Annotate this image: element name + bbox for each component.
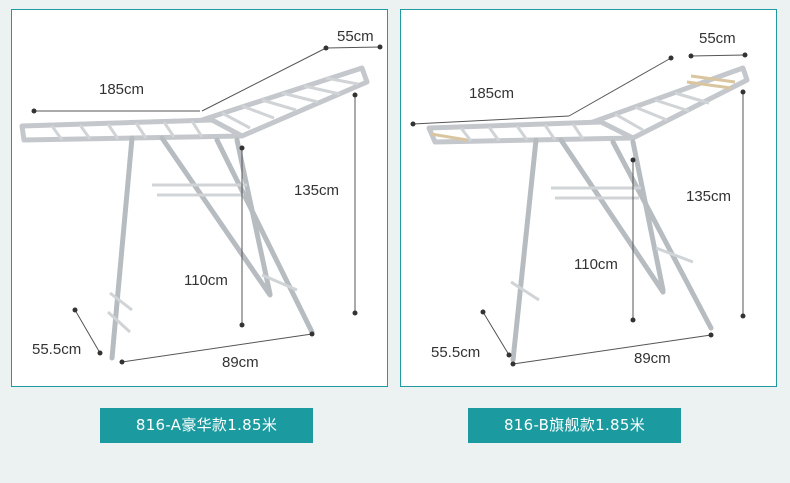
dim-height: 135cm: [294, 182, 339, 199]
dim-wing: 55cm: [337, 28, 374, 45]
dim-length: 185cm: [469, 85, 514, 102]
dim-depth: 55.5cm: [431, 344, 480, 361]
dim-base: 89cm: [634, 350, 671, 367]
product-panel-a: 185cm 55cm 135cm 110cm 55.5cm 89cm: [11, 9, 388, 387]
dim-depth: 55.5cm: [32, 341, 81, 358]
dim-length: 185cm: [99, 81, 144, 98]
dim-base: 89cm: [222, 354, 259, 371]
drying-rack-b-illustration: 185cm 55cm 135cm 110cm 55.5cm 89cm: [410, 30, 750, 367]
dim-wing: 55cm: [699, 30, 736, 47]
product-label-a: 816-A豪华款1.85米: [100, 408, 313, 443]
dim-height: 135cm: [686, 188, 731, 205]
dim-mid-height: 110cm: [184, 272, 228, 289]
product-panel-b: 185cm 55cm 135cm 110cm 55.5cm 89cm: [400, 9, 777, 387]
drying-rack-a-illustration: 185cm 55cm 135cm 110cm 55.5cm 89cm: [19, 28, 383, 371]
dim-mid-height: 110cm: [574, 256, 618, 273]
product-label-b: 816-B旗舰款1.85米: [468, 408, 681, 443]
